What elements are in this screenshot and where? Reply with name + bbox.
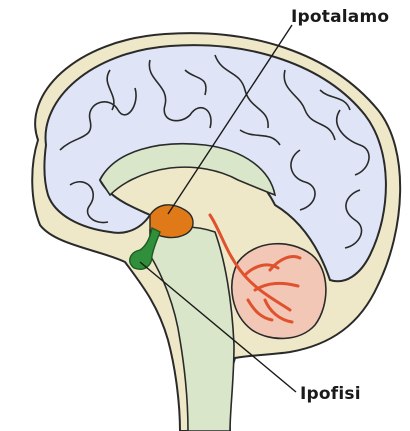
pituitary-label: Ipofisi <box>300 384 361 404</box>
hypothalamus-label: Ipotalamo <box>291 7 389 27</box>
brainstem <box>150 226 234 431</box>
cerebellum <box>232 244 326 339</box>
